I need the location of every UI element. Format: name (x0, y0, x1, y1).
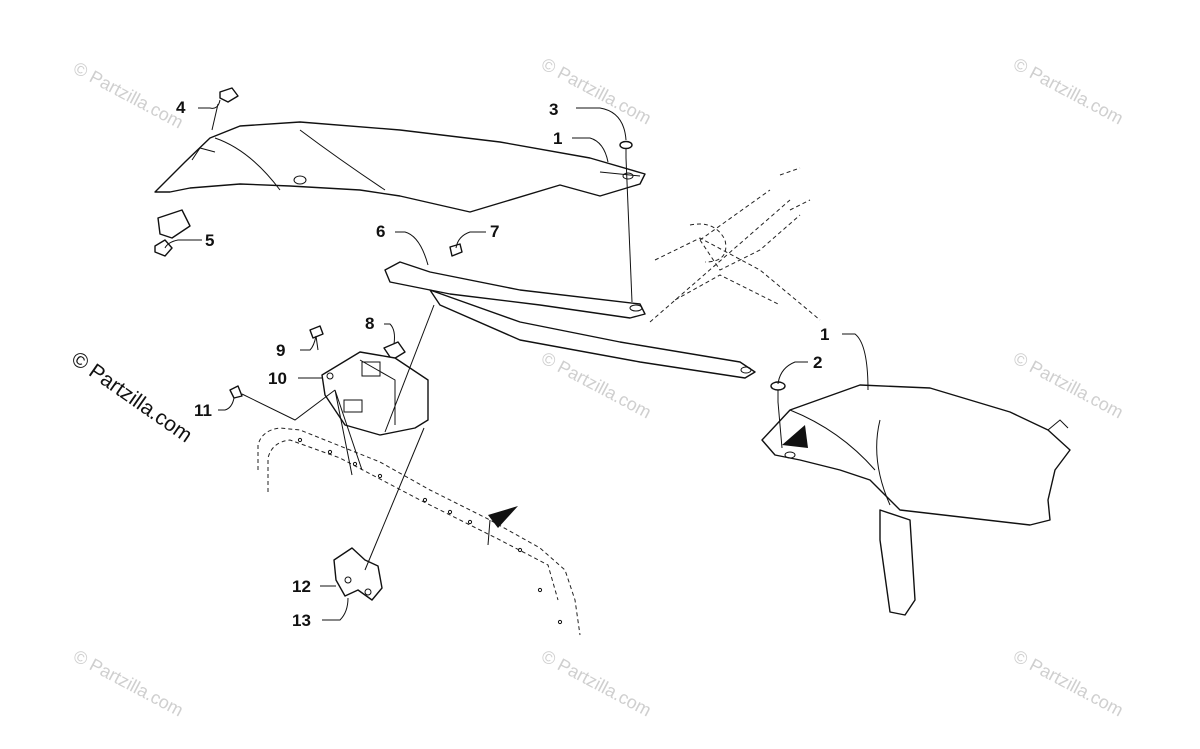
callout-7: 7 (490, 222, 499, 241)
bolt-part-9 (309, 325, 324, 351)
callout-2: 2 (813, 353, 822, 372)
callout-1-right: 1 (820, 325, 829, 344)
frame-outline-left (257, 427, 581, 636)
brace-bar (384, 261, 756, 379)
callout-4: 4 (176, 98, 186, 117)
callout-12: 12 (292, 577, 311, 596)
backing-plate (333, 547, 383, 601)
copyright-notice: © Partzilla.com (67, 347, 196, 447)
callout-9: 9 (276, 341, 285, 360)
watermark-bottom-right: © Partzilla.com (1010, 646, 1126, 721)
side-panel-left (154, 121, 646, 213)
screw-part-3 (619, 140, 633, 158)
leader-lines (164, 99, 869, 621)
watermark-bottom-left: © Partzilla.com (70, 646, 186, 721)
mount-bracket (321, 351, 429, 436)
screw-part-4 (219, 87, 239, 103)
direction-arrow-right (782, 425, 808, 448)
callout-11: 11 (194, 401, 212, 420)
watermark-bottom-center: © Partzilla.com (538, 646, 654, 721)
callout-3: 3 (549, 100, 558, 119)
pin-part-11 (229, 385, 243, 399)
callout-8: 8 (365, 314, 374, 333)
callouts: 4 3 1 5 6 7 8 9 10 11 1 2 12 13 (176, 98, 829, 630)
direction-arrow-left (488, 506, 518, 528)
callout-13: 13 (292, 611, 311, 630)
frame-outline-right (649, 167, 821, 323)
screw-part-2 (770, 381, 786, 402)
callout-10: 10 (268, 369, 287, 388)
watermark-top-left: © Partzilla.com (70, 58, 186, 133)
watermark-mid-right: © Partzilla.com (1010, 348, 1126, 423)
callout-6: 6 (376, 222, 385, 241)
direction-arrows (487, 425, 808, 546)
clip-part-8 (383, 341, 406, 361)
callout-5: 5 (205, 231, 214, 250)
watermark-top-right: © Partzilla.com (1010, 54, 1126, 129)
side-panel-right (761, 384, 1071, 616)
nut-clip (154, 209, 191, 257)
callout-1-top: 1 (553, 129, 562, 148)
